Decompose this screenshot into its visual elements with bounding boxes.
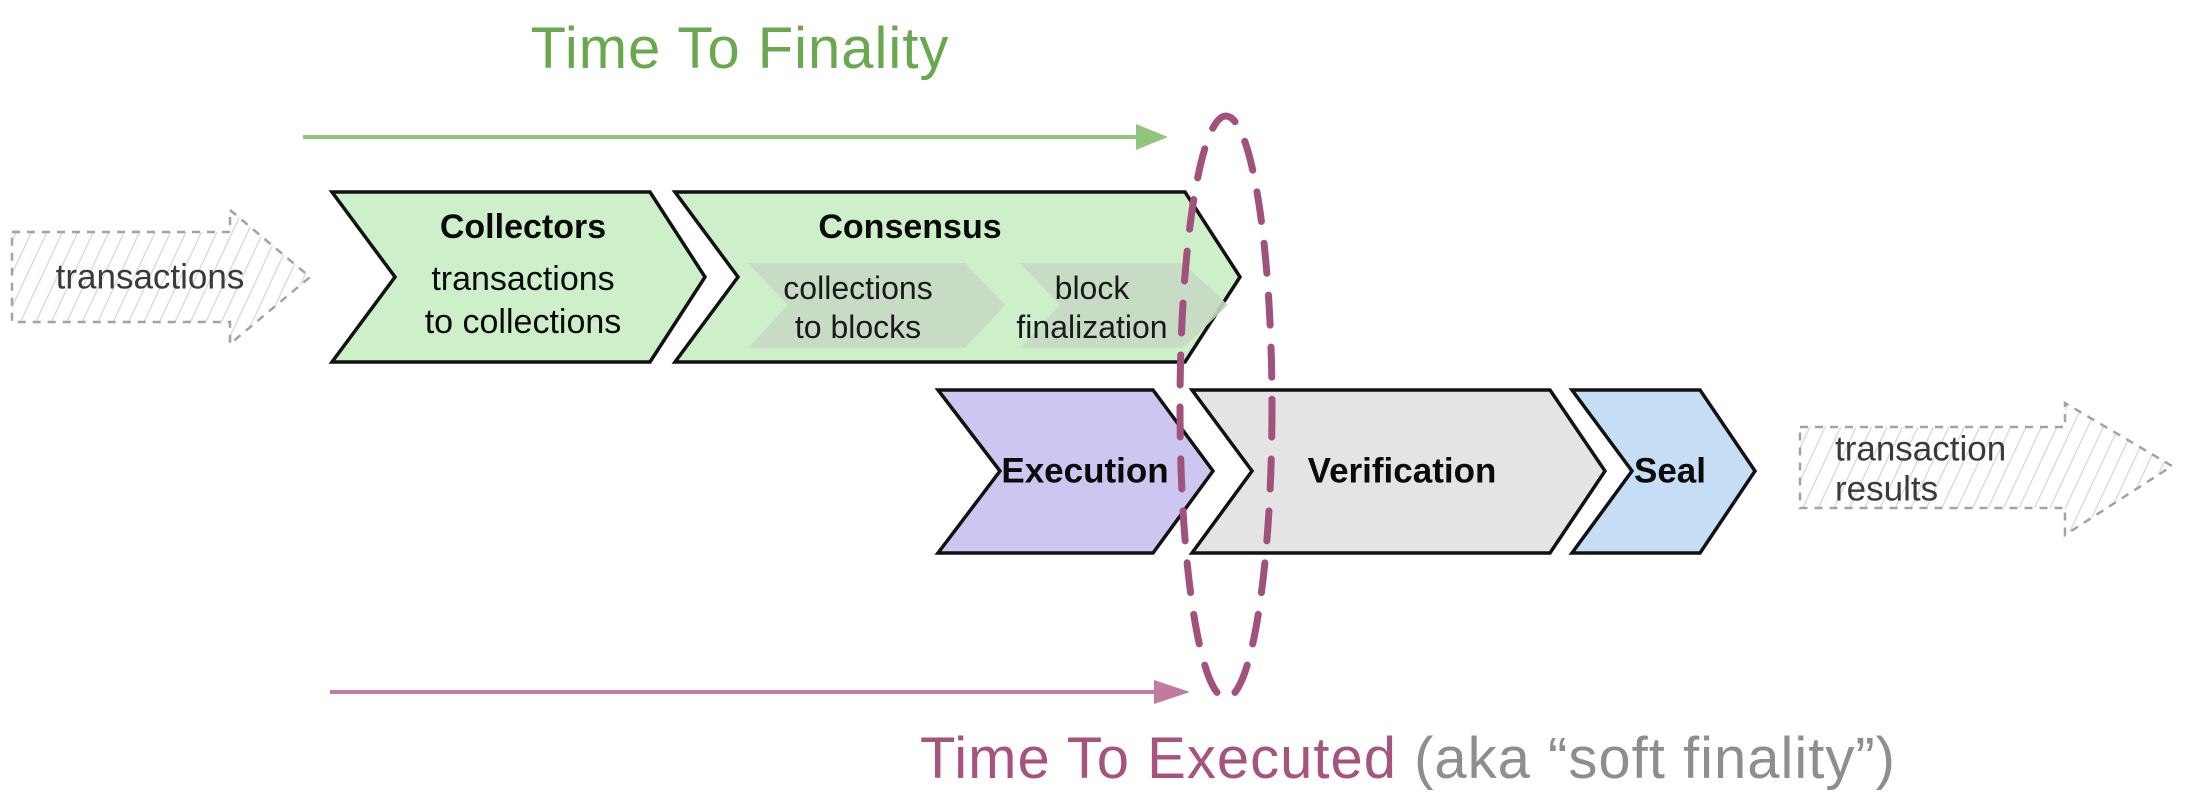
verification-chevron	[1188, 388, 1608, 555]
verification-label: Verification	[1308, 452, 1497, 491]
consensus-sub-chevron-block-finalization	[1020, 263, 1228, 348]
consensus-sub1-line1: collections	[783, 270, 932, 306]
time-to-executed-suffix: (aka “soft finality”)	[1397, 726, 1896, 791]
transactions-input-arrow	[10, 207, 312, 347]
execution-label: Execution	[1001, 452, 1168, 491]
collectors-title: Collectors	[440, 208, 606, 246]
time-to-finality-title: Time To Finality	[531, 16, 950, 81]
soft-finality-boundary-ellipse	[1176, 112, 1276, 702]
transaction-results-line1: transaction	[1835, 430, 2006, 469]
time-to-executed-title: Time To Executed (aka “soft finality”)	[920, 726, 1896, 791]
consensus-sub-chevron-collections-to-blocks	[748, 263, 1005, 348]
collectors-line1: transactions	[431, 260, 614, 298]
execution-chevron	[934, 388, 1216, 555]
seal-chevron	[1568, 388, 1758, 555]
consensus-sub2-line2: finalization	[1016, 309, 1167, 345]
transaction-results-line2: results	[1835, 470, 1938, 509]
collectors-chevron	[328, 190, 708, 364]
consensus-sub1-line2: to blocks	[795, 309, 921, 345]
finality-timeline-arrowhead	[1136, 124, 1168, 150]
consensus-title: Consensus	[818, 208, 1001, 246]
seal-label: Seal	[1634, 452, 1706, 491]
transactions-input-label: transactions	[56, 258, 245, 297]
consensus-sub2-line1: block	[1055, 270, 1131, 306]
time-to-executed-main: Time To Executed	[920, 726, 1397, 791]
executed-timeline-arrowhead	[1154, 680, 1190, 704]
transaction-results-output-arrow	[1798, 400, 2175, 538]
collectors-line2: to collections	[425, 303, 622, 341]
